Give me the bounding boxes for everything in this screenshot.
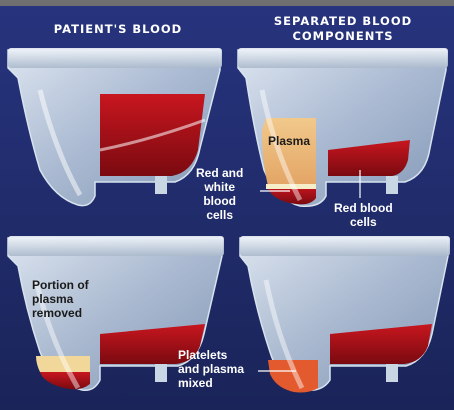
label-platelets-plasma-mixed: Platelets and plasma mixed (178, 348, 244, 390)
top-strip (0, 0, 454, 6)
label-red-white-cells: Red and white blood cells (196, 166, 243, 222)
blood-volume (100, 94, 205, 176)
label-red-blood-cells: Red blood cells (334, 201, 393, 229)
heading-separated-line1: SEPARATED BLOOD (238, 14, 448, 29)
heading-separated-line2: COMPONENTS (238, 29, 448, 44)
label-portion-plasma-removed: Portion of plasma removed (32, 278, 89, 320)
heading-patients-blood: PATIENT'S BLOOD (18, 22, 218, 37)
label-plasma: Plasma (268, 134, 310, 148)
